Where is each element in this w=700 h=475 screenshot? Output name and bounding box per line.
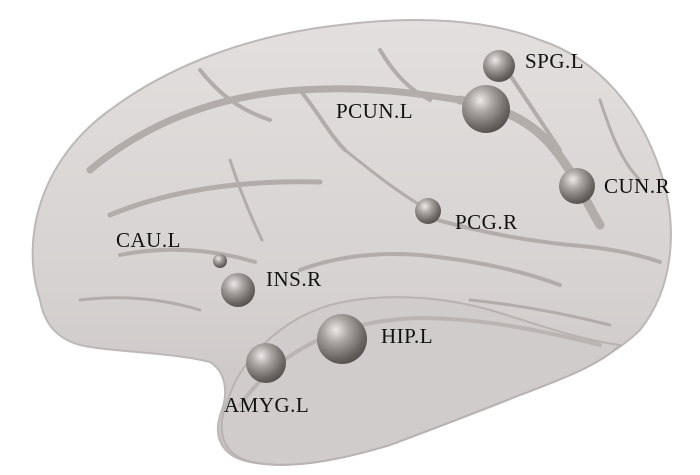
node-sphere-hip-l: HIP.L [317, 314, 433, 364]
sphere-node-icon [317, 314, 367, 364]
node-sphere-pcun-l: PCUN.L [336, 85, 510, 133]
node-label-hip-l: HIP.L [381, 324, 433, 348]
node-label-spg-l: SPG.L [525, 49, 584, 73]
node-label-pcun-l: PCUN.L [336, 99, 413, 123]
node-label-cau-l: CAU.L [116, 228, 181, 252]
node-label-pcg-r: PCG.R [455, 210, 518, 234]
node-sphere-pcg-r: PCG.R [415, 198, 518, 234]
sphere-node-icon [246, 343, 286, 383]
sphere-node-icon [462, 85, 510, 133]
node-sphere-spg-l: SPG.L [483, 49, 584, 82]
node-label-amyg-l: AMYG.L [224, 393, 309, 417]
sphere-node-icon [415, 198, 441, 224]
node-label-ins-r: INS.R [266, 267, 322, 291]
sphere-node-icon [213, 254, 227, 268]
node-sphere-amyg-l: AMYG.L [224, 343, 309, 417]
node-sphere-cau-l: CAU.L [116, 228, 227, 268]
sphere-node-icon [559, 168, 595, 204]
node-sphere-ins-r: INS.R [221, 267, 322, 307]
node-sphere-cun-r: CUN.R [559, 168, 670, 204]
brain-sulci [78, 48, 662, 327]
sphere-node-icon [483, 50, 515, 82]
node-label-cun-r: CUN.R [604, 174, 670, 198]
sphere-node-icon [221, 273, 255, 307]
